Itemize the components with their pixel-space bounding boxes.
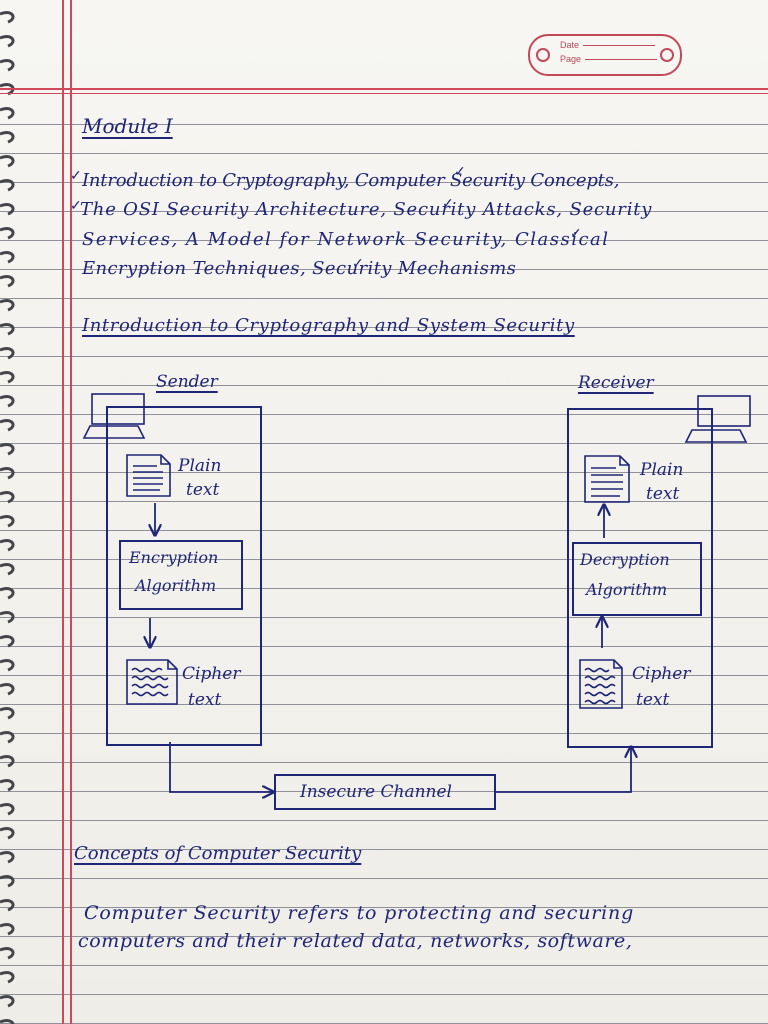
section-title-cryptography: Introduction to Cryptography and System …	[82, 315, 575, 336]
spiral-coil	[0, 155, 15, 168]
spiral-coil	[0, 851, 15, 864]
spiral-coil	[0, 443, 15, 456]
stamp-ring-left	[536, 48, 550, 62]
spiral-coil	[0, 251, 15, 264]
spiral-coil	[0, 683, 15, 696]
spiral-coil	[0, 947, 15, 960]
module-heading: Module I	[82, 114, 173, 138]
spiral-coil	[0, 995, 15, 1008]
receiver-cipher-text-line1: Cipher	[632, 664, 691, 684]
encryption-algorithm-line2: Algorithm	[135, 576, 217, 595]
spiral-coil	[0, 923, 15, 936]
decryption-algorithm-box: Decryption Algorithm	[572, 542, 702, 616]
spiral-coil	[0, 779, 15, 792]
spiral-coil	[0, 227, 15, 240]
spiral-coil	[0, 539, 15, 552]
spiral-coil	[0, 563, 15, 576]
spiral-coil	[0, 35, 15, 48]
topics-line-2: The OSI Security Architecture, Security …	[80, 199, 653, 220]
spiral-coil	[0, 707, 15, 720]
stamp-page-rule	[585, 58, 658, 60]
spiral-coil	[0, 659, 15, 672]
date-page-stamp: Date Page	[528, 34, 682, 76]
topics-line-4: Encryption Techniques, Security Mechanis…	[82, 258, 517, 279]
spiral-coil	[0, 59, 15, 72]
spiral-coil	[0, 899, 15, 912]
spiral-coil	[0, 347, 15, 360]
spiral-coil	[0, 179, 15, 192]
topics-line-1: Introduction to Cryptography, Computer S…	[82, 170, 620, 191]
spiral-coil	[0, 635, 15, 648]
receiver-plain-text-line2: text	[646, 484, 680, 504]
sender-label: Sender	[156, 372, 218, 392]
receiver-plain-text-line1: Plain	[640, 460, 684, 480]
margin-line-left	[62, 0, 64, 1024]
spiral-coil	[0, 611, 15, 624]
spiral-coil	[0, 587, 15, 600]
checkmark-icon: ✓	[70, 198, 82, 214]
checkmark-icon: ✓	[352, 256, 364, 272]
header-line	[0, 88, 768, 90]
receiver-cipher-text-line2: text	[636, 690, 670, 710]
decryption-algorithm-line1: Decryption	[580, 550, 670, 569]
spiral-coil	[0, 827, 15, 840]
stamp-page-label: Page	[560, 54, 582, 64]
spiral-coil	[0, 107, 15, 120]
spiral-binding	[0, 11, 15, 1024]
spiral-coil	[0, 11, 15, 24]
checkmark-icon: ✓	[454, 164, 466, 180]
checkmark-icon: ✓	[442, 196, 454, 212]
spiral-coil	[0, 299, 15, 312]
arrow-sender-to-channel	[169, 742, 272, 792]
spiral-coil	[0, 491, 15, 504]
stamp-date-label: Date	[560, 40, 580, 50]
sender-plain-text-line2: text	[186, 480, 220, 500]
spiral-coil	[0, 131, 15, 144]
margin-line-right	[70, 0, 72, 1024]
stamp-date-row: Date	[560, 40, 656, 50]
stamp-page-row: Page	[560, 54, 658, 64]
spiral-coil	[0, 1019, 15, 1024]
stamp-date-rule	[583, 44, 656, 46]
spiral-coil	[0, 731, 15, 744]
spiral-coil	[0, 515, 15, 528]
checkmark-icon: ✓	[70, 168, 82, 184]
stamp-ring-right	[660, 48, 674, 62]
receiver-panel	[567, 408, 713, 748]
spiral-coil	[0, 371, 15, 384]
insecure-channel-box: Insecure Channel	[274, 774, 496, 810]
spiral-coil	[0, 875, 15, 888]
spiral-coil	[0, 203, 15, 216]
checkmark-icon: ✓	[570, 226, 582, 242]
spiral-coil	[0, 275, 15, 288]
spiral-coil	[0, 83, 15, 96]
spiral-coil	[0, 971, 15, 984]
spiral-coil	[0, 419, 15, 432]
encryption-algorithm-box: Encryption Algorithm	[119, 540, 243, 610]
spiral-coil	[0, 755, 15, 768]
insecure-channel-label: Insecure Channel	[300, 782, 452, 802]
arrow-channel-to-receiver	[494, 748, 631, 793]
decryption-algorithm-line2: Algorithm	[586, 580, 668, 599]
spiral-coil	[0, 395, 15, 408]
sender-cipher-text-line2: text	[188, 690, 222, 710]
paragraph-line-1: Computer Security refers to protecting a…	[84, 902, 635, 924]
spiral-coil	[0, 323, 15, 336]
section-title-concepts: Concepts of Computer Security	[74, 843, 362, 864]
spiral-coil	[0, 803, 15, 816]
spiral-coil	[0, 467, 15, 480]
topics-line-3: Services, A Model for Network Security, …	[82, 229, 610, 250]
receiver-label: Receiver	[578, 373, 654, 393]
header-line-lower	[0, 93, 768, 94]
paragraph-line-2: computers and their related data, networ…	[78, 930, 633, 952]
sender-cipher-text-line1: Cipher	[182, 664, 241, 684]
encryption-algorithm-line1: Encryption	[129, 548, 219, 567]
sender-plain-text-line1: Plain	[178, 456, 222, 476]
